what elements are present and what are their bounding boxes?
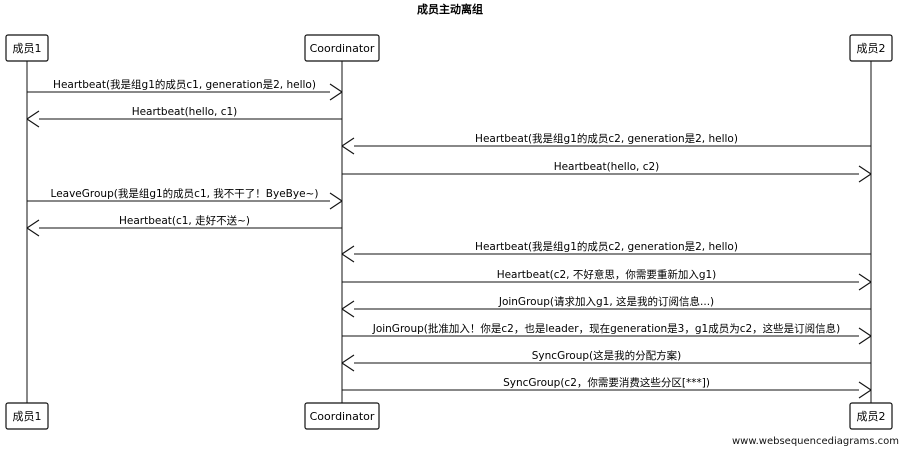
message-4: Heartbeat(hello, c2) [342, 161, 872, 183]
message-label: Heartbeat(hello, c2) [554, 161, 660, 173]
arrow-head [858, 165, 872, 183]
participant-label: 成员1 [13, 410, 42, 423]
message-label: Heartbeat(c2, 不好意思，你需要重新加入g1) [497, 268, 717, 281]
participant-co-bottom: Coordinator [304, 402, 380, 430]
participant-label: 成员2 [857, 42, 886, 55]
participant-box [849, 34, 893, 62]
arrow-head [341, 137, 355, 155]
arrow-head [858, 381, 872, 399]
message-5: LeaveGroup(我是组g1的成员c1, 我不干了！ByeBye~) [27, 187, 343, 210]
arrow-head [26, 110, 40, 128]
messages: Heartbeat(我是组g1的成员c1, generation是2, hell… [26, 78, 872, 399]
arrow-head [341, 354, 355, 372]
message-12: SyncGroup(c2，你需要消费这些分区[***]) [342, 376, 872, 399]
participant-label: 成员1 [13, 42, 42, 55]
message-3: Heartbeat(我是组g1的成员c2, generation是2, hell… [341, 132, 871, 155]
message-11: SyncGroup(这是我的分配方案) [341, 349, 871, 372]
arrow-head [26, 219, 40, 237]
participant-box [849, 402, 893, 430]
participant-m1-top: 成员1 [5, 34, 49, 62]
participant-label: Coordinator [310, 410, 375, 423]
lifelines [26, 61, 872, 403]
diagram-title: 成员主动离组 [417, 2, 483, 16]
message-label: Heartbeat(我是组g1的成员c2, generation是2, hell… [475, 240, 738, 253]
message-9: JoinGroup(请求加入g1, 这是我的订阅信息...) [341, 295, 871, 318]
message-label: JoinGroup(请求加入g1, 这是我的订阅信息...) [498, 295, 714, 308]
message-7: Heartbeat(我是组g1的成员c2, generation是2, hell… [341, 240, 871, 263]
participant-label: 成员2 [857, 410, 886, 423]
message-label: Heartbeat(c1, 走好不送~) [119, 214, 250, 227]
arrow-head [341, 245, 355, 263]
credit-watermark: www.websequencediagrams.com [732, 436, 899, 447]
participant-box [5, 34, 49, 62]
participant-m1-bottom: 成员1 [5, 402, 49, 430]
arrow-head [329, 83, 343, 101]
message-6: Heartbeat(c1, 走好不送~) [26, 214, 342, 237]
message-label: Heartbeat(我是组g1的成员c2, generation是2, hell… [475, 132, 738, 145]
arrow-head [858, 327, 872, 345]
participant-m2-bottom: 成员2 [849, 402, 893, 430]
arrow-head [329, 192, 343, 210]
message-label: SyncGroup(这是我的分配方案) [532, 349, 681, 362]
message-8: Heartbeat(c2, 不好意思，你需要重新加入g1) [342, 268, 872, 291]
message-10: JoinGroup(批准加入！你是c2，也是leader，现在generatio… [342, 322, 872, 345]
participant-box [5, 402, 49, 430]
participant-co-top: Coordinator [304, 34, 380, 62]
arrow-head [341, 300, 355, 318]
message-label: SyncGroup(c2，你需要消费这些分区[***]) [503, 376, 710, 389]
participant-m2-top: 成员2 [849, 34, 893, 62]
arrow-head [858, 273, 872, 291]
message-label: LeaveGroup(我是组g1的成员c1, 我不干了！ByeBye~) [51, 187, 319, 200]
message-label: Heartbeat(我是组g1的成员c1, generation是2, hell… [53, 78, 316, 91]
message-label: Heartbeat(hello, c1) [132, 106, 238, 118]
participant-box [304, 34, 380, 62]
participant-label: Coordinator [310, 42, 375, 55]
participant-box [304, 402, 380, 430]
message-label: JoinGroup(批准加入！你是c2，也是leader，现在generatio… [372, 322, 841, 335]
message-2: Heartbeat(hello, c1) [26, 106, 342, 128]
message-1: Heartbeat(我是组g1的成员c1, generation是2, hell… [27, 78, 343, 101]
